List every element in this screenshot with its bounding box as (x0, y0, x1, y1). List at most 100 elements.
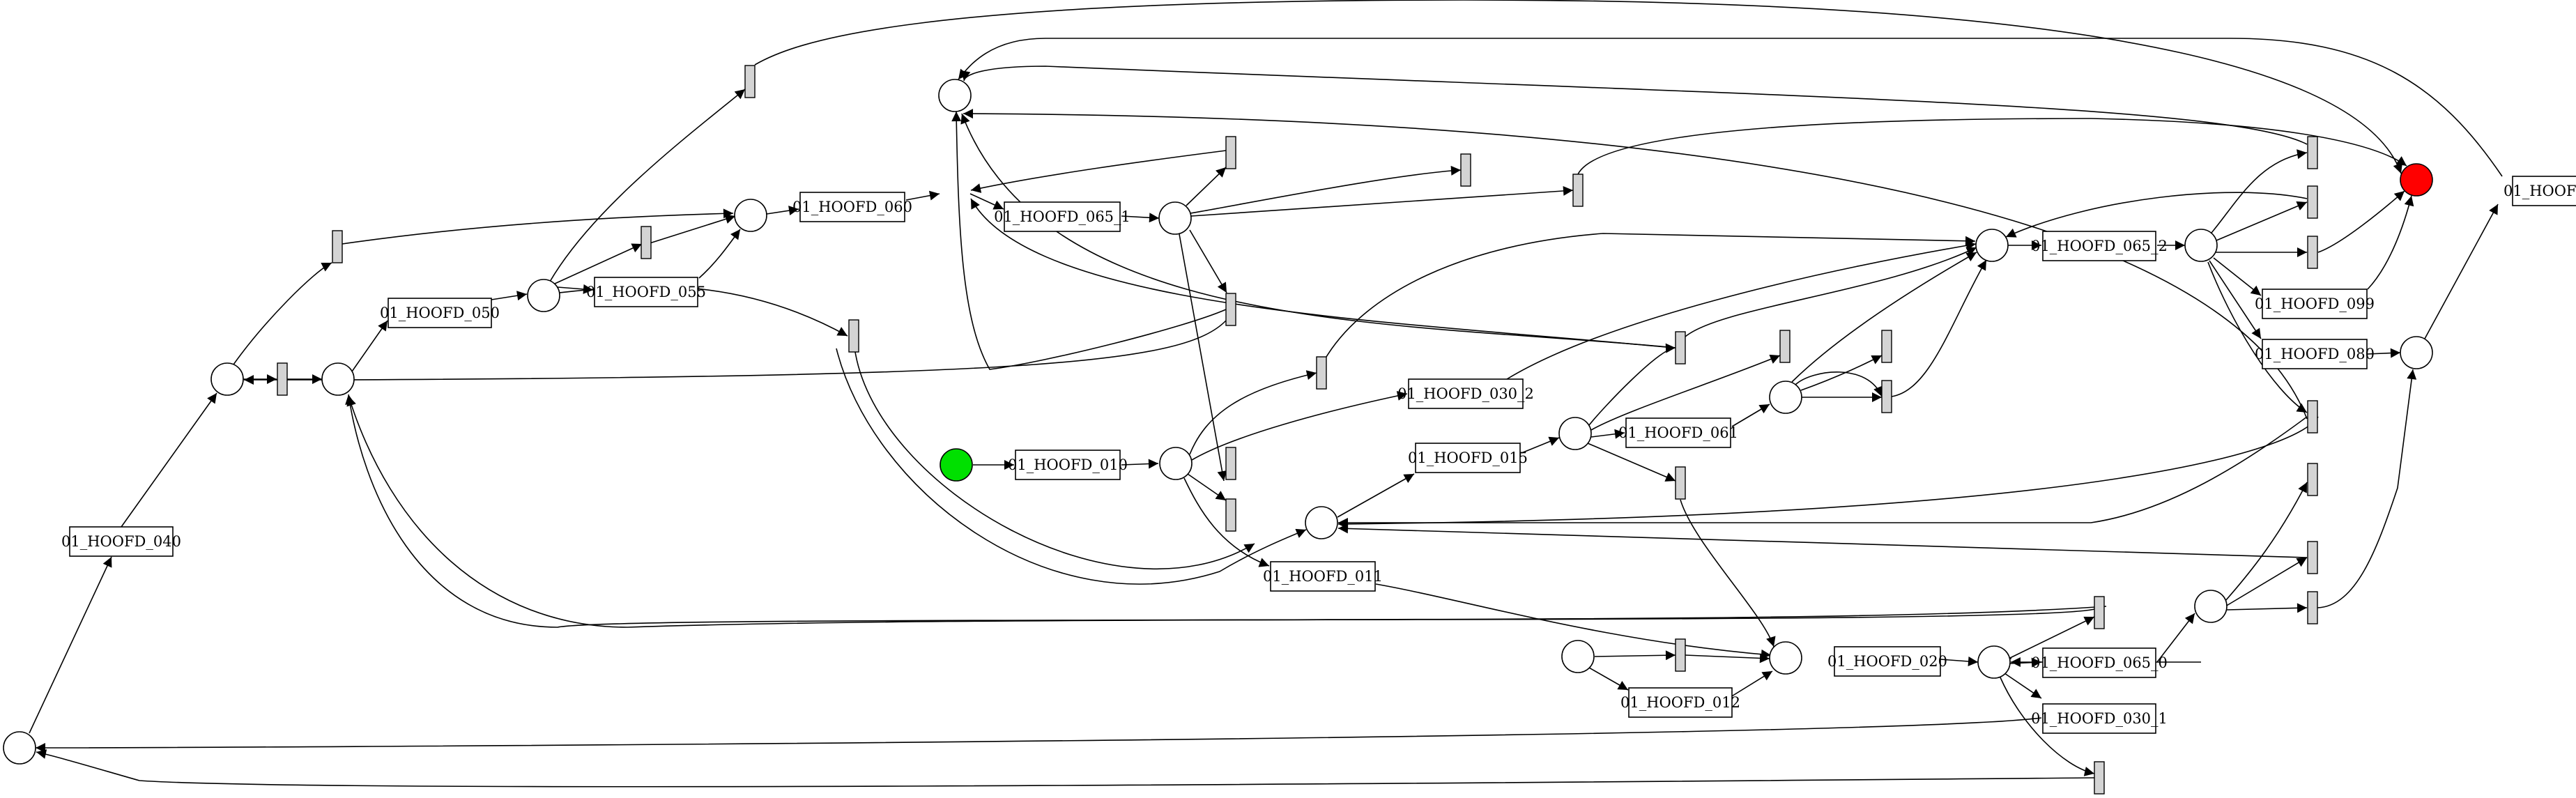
arc (1191, 391, 1408, 461)
transition-t080: 01_HOOFD_080 (2255, 339, 2375, 369)
arc (1337, 523, 2308, 558)
arc (2225, 482, 2308, 601)
arc (554, 243, 643, 284)
arc (698, 229, 741, 279)
arc (754, 0, 2402, 174)
arcs (29, 0, 2503, 788)
transition-t040: 01_HOOFD_040 (61, 526, 181, 557)
place (1158, 201, 1192, 235)
arc (1730, 670, 1773, 698)
arc (1337, 416, 2319, 529)
transition-label: 01_HOOFD_020 (1827, 653, 1947, 670)
arc (1800, 355, 1883, 391)
place (938, 79, 972, 112)
arc (1375, 583, 1772, 659)
arc (2366, 348, 2401, 358)
place (1561, 640, 1595, 673)
place (2400, 336, 2433, 369)
transition-box (799, 192, 905, 222)
transition-label: 01_HOOFD_012 (1620, 694, 1740, 711)
arc (1190, 185, 1574, 217)
arc (346, 395, 2107, 628)
arc (766, 206, 799, 216)
arc (491, 291, 528, 301)
transition-t020: 01_HOOFD_020 (1827, 646, 1947, 677)
end-place (2400, 163, 2433, 197)
arc (1940, 656, 1979, 666)
arc (2209, 260, 2262, 339)
arc (960, 66, 2308, 145)
arc (345, 394, 2095, 628)
arc (1731, 404, 1770, 427)
arc (2213, 257, 2262, 296)
transition-box (388, 298, 492, 328)
arc (1577, 118, 2407, 175)
silent-transition (1779, 330, 1791, 363)
arc (2226, 603, 2308, 613)
arc (29, 556, 112, 734)
arc (2367, 195, 2414, 290)
arc (549, 89, 746, 282)
arc (963, 109, 2308, 420)
transition-label: 01_HOOFD_060 (792, 199, 912, 215)
arc (1590, 429, 1625, 439)
arc (1183, 477, 1270, 567)
transition-box (2512, 176, 2576, 206)
arc (1685, 247, 1977, 337)
transition-t012: 01_HOOFD_012 (1620, 687, 1740, 718)
arc (1891, 259, 1987, 397)
arc (1121, 459, 1159, 469)
transition-label: 01_HOOFD_030_2 (1397, 385, 1534, 402)
transition-box (1270, 561, 1376, 592)
silent-transition (641, 226, 652, 259)
place (1159, 447, 1193, 480)
transition-label: 01_HOOFD_010 (1008, 456, 1128, 473)
arc (1791, 252, 1977, 383)
transition-box (1004, 201, 1121, 232)
arc (35, 717, 2042, 753)
place (1769, 641, 1802, 675)
arc (951, 111, 1227, 370)
arc (2317, 190, 2405, 253)
silent-transition (1675, 638, 1686, 672)
silent-transition (1881, 330, 1892, 363)
transition-box (594, 277, 698, 307)
silent-transition (1881, 380, 1892, 413)
silent-transition (1225, 136, 1236, 169)
arc (2317, 369, 2417, 608)
place (734, 199, 767, 232)
silent-transition (1225, 293, 1236, 326)
arc (1326, 233, 1976, 358)
arc (1121, 213, 1160, 223)
silent-transition (1572, 174, 1584, 207)
arc (1587, 443, 1676, 482)
transition-t090: 01_HOOFD_090 (2504, 176, 2576, 206)
transition-t030-2: 01_HOOFD_030_2 (1397, 378, 1534, 409)
arc (1186, 167, 1227, 206)
transition-box (1628, 687, 1733, 718)
arc (2225, 557, 2308, 607)
arc (1521, 436, 1560, 454)
transition-label: 01_HOOFD_080 (2255, 346, 2375, 362)
place (1558, 417, 1592, 450)
silent-transition (1675, 466, 1686, 500)
place (1769, 381, 1802, 414)
silent-transition (2307, 136, 2318, 169)
place (2194, 590, 2228, 623)
silent-transition (277, 362, 288, 396)
arc (1506, 240, 1977, 380)
arc (1588, 343, 1676, 426)
transition-box (2042, 703, 2156, 734)
transition-box (2262, 289, 2368, 319)
arc (1189, 370, 1317, 455)
arc (969, 193, 1004, 210)
arc (1337, 473, 1415, 518)
silent-transition (2307, 541, 2318, 574)
arc (2009, 616, 2095, 659)
silent-transition (2307, 400, 2318, 433)
arc (854, 351, 1255, 570)
place (3, 731, 36, 765)
transition-box (1415, 443, 1521, 473)
start-place (940, 448, 973, 482)
